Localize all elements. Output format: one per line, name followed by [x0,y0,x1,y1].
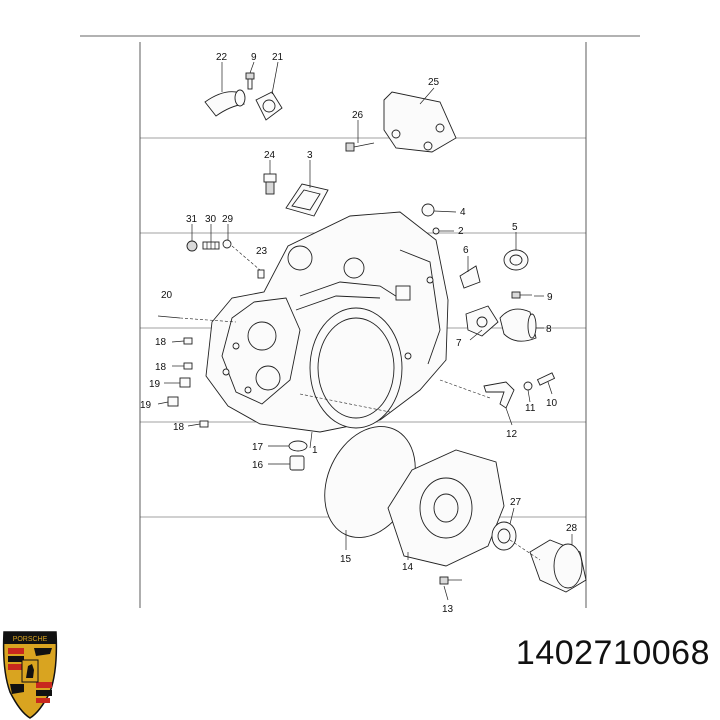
callout-6: 6 [463,245,469,256]
plug-part-16 [289,455,305,471]
callout-19-a: 19 [149,379,161,390]
clip-part-6 [459,265,481,289]
callout-labels: 22 9 21 25 26 24 3 31 30 29 4 2 5 6 23 9… [140,52,578,615]
plug-part-18-a [183,337,193,345]
callout-28: 28 [566,523,578,534]
bolt-part-9-right [511,291,532,299]
callout-25: 25 [428,77,440,88]
pin-part-23 [257,269,265,279]
shaft-seal-part-27 [491,521,517,551]
callout-11: 11 [525,403,536,414]
transmission-housing-part [205,211,449,433]
screw-part-26 [345,142,375,152]
callout-22: 22 [216,52,228,63]
bolt-part-13 [439,576,462,585]
plug-part-18-b [183,362,193,370]
elbow-pipe-part [204,89,246,117]
callout-31: 31 [186,214,198,225]
callout-10: 10 [546,398,558,409]
callout-16: 16 [252,460,264,471]
part-number: 1402710068 [515,634,710,672]
washer-part-11 [523,381,533,391]
callout-8: 8 [546,324,552,335]
bolt-part-31 [186,240,198,252]
callout-9-top: 9 [251,52,257,63]
callout-29: 29 [222,214,234,225]
plug-part-19-a [179,377,191,388]
callout-14: 14 [402,562,414,573]
side-cover-part-14 [387,449,505,567]
callout-30: 30 [205,214,217,225]
callout-4: 4 [460,207,466,218]
crest-wordmark: PORSCHE [13,636,48,643]
porsche-crest-logo: PORSCHE [2,631,58,719]
callout-15: 15 [340,554,352,565]
plug-part-19-b [167,396,179,407]
cover-plate-part-3 [285,183,329,217]
callout-2: 2 [458,226,464,237]
drive-flange-part-28 [529,539,587,593]
callout-13: 13 [442,604,454,615]
nut-part-4 [421,203,435,217]
leader-lines [157,61,573,601]
callout-7: 7 [456,338,462,349]
callout-23: 23 [256,246,268,257]
oil-seal-part-5 [503,249,529,271]
callout-18-a: 18 [155,337,167,348]
callout-19-b: 19 [140,400,152,411]
ball-part-29 [222,239,232,249]
bolt-part-9-top [245,72,255,90]
callout-12: 12 [506,429,518,440]
plug-part-18-c [199,420,209,428]
gasket-part-7 [465,305,499,337]
callout-26: 26 [352,110,364,121]
callout-24: 24 [264,150,276,161]
mounting-bracket-part [383,91,457,153]
spring-part-30 [202,241,220,250]
washer-part-2 [432,227,440,235]
callout-9-right: 9 [547,292,553,303]
callout-20: 20 [161,290,173,301]
callout-18-c: 18 [173,422,185,433]
stud-part-20 [157,315,237,323]
callout-27: 27 [510,497,522,508]
callout-5: 5 [512,222,518,233]
seal-ring-part-17 [288,440,308,452]
flange-gasket-part [255,91,283,121]
callout-1: 1 [312,445,318,456]
bolt-part-10 [536,372,556,386]
lever-part-12 [483,381,515,409]
callout-21: 21 [272,52,284,63]
plug-part-24 [263,173,277,195]
callout-18-b: 18 [155,362,167,373]
sleeve-part-8 [499,308,537,342]
callout-3: 3 [307,150,313,161]
callout-17: 17 [252,442,264,453]
